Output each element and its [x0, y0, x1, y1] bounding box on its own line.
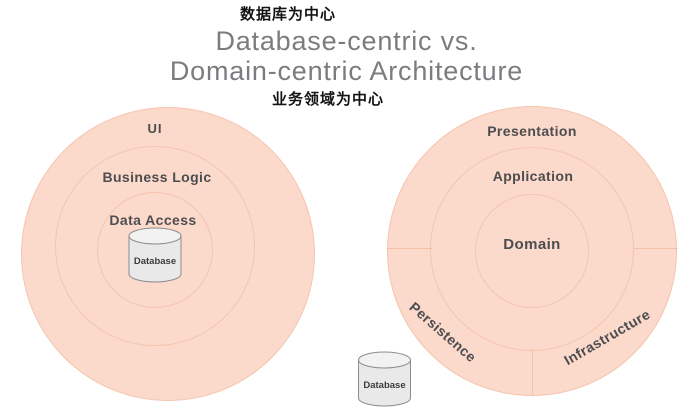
page-title: Database-centric vs. Domain-centric Arch…: [0, 26, 693, 86]
database-cylinder-icon: Database: [358, 351, 411, 407]
subtitle-domain-centric-cn: 业务领域为中心: [271, 91, 384, 108]
database-cylinder-icon: Database: [128, 227, 182, 283]
label-domain: Domain: [503, 236, 561, 253]
label-ui: UI: [147, 121, 163, 136]
label-application: Application: [492, 168, 574, 184]
subtitle-database-centric-cn: 数据库为中心: [239, 6, 336, 23]
right-inner-ring-domain: [475, 194, 589, 308]
segment-divider-bottom: [532, 349, 533, 395]
segment-divider-right: [634, 248, 678, 249]
label-presentation: Presentation: [487, 123, 577, 139]
page-title-line1: Database-centric vs.: [215, 26, 478, 56]
label-data-access: Data Access: [109, 212, 197, 228]
label-business-logic: Business Logic: [102, 169, 212, 185]
database-label: Database: [363, 380, 405, 391]
segment-divider-left: [387, 248, 432, 249]
page-title-line2: Domain-centric Architecture: [169, 56, 524, 86]
database-label: Database: [134, 256, 176, 267]
